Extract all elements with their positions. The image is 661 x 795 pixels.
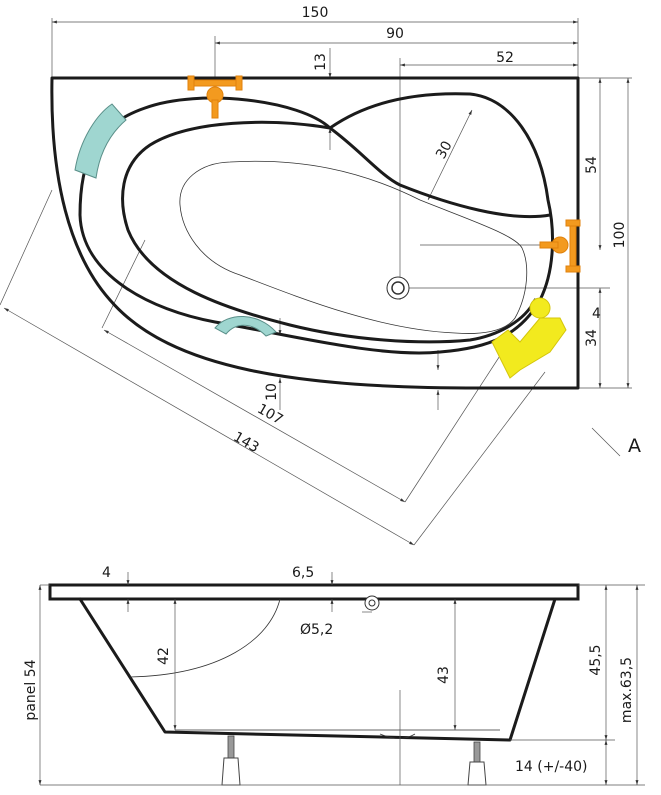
brand-logo-icon [491, 297, 567, 379]
dim-inner-offset: 90 [386, 26, 404, 42]
dim-right-upper: 54 [584, 156, 600, 174]
rim-outline [50, 76, 580, 390]
dim-legs: 14 (+/-40) [515, 759, 588, 775]
top-view: 150 90 52 13 100 54 34 4 10 107 [0, 5, 641, 546]
side-body [78, 597, 557, 742]
dim-outer-length: 143 [230, 429, 261, 456]
footwell-outline [179, 160, 528, 334]
basin-floor-outline [121, 120, 537, 344]
basin-outer-outline [78, 92, 554, 355]
adjustable-leg-icon [467, 741, 487, 786]
dim-tap-offset: 52 [496, 50, 514, 66]
dim-overall-width: 150 [302, 5, 329, 21]
dim-panel: panel 54 [23, 659, 39, 720]
drain-icon [364, 595, 380, 611]
adjustable-leg-icon [221, 735, 241, 786]
dim-rim-top: 13 [313, 53, 329, 71]
side-view: 4 6,5 Ø5,2 42 43 45,5 max.63,5 14 (+/-40… [23, 565, 645, 786]
side-rim [48, 583, 580, 601]
dim-drain-diameter: Ø5,2 [300, 622, 333, 638]
drain-icon [386, 276, 410, 300]
dim-right-lower: 34 [584, 329, 600, 347]
view-label: A [628, 435, 641, 457]
dim-depth: 43 [436, 666, 452, 684]
basin-divider-outline [328, 126, 552, 219]
dim-tub-height: 45,5 [588, 644, 604, 675]
dim-radius: 30 [433, 138, 455, 161]
dim-inner-length: 107 [254, 401, 285, 428]
headrest-icon [74, 103, 127, 179]
handle-icon [214, 315, 277, 337]
dim-step: 4 [592, 306, 601, 322]
dim-rim-thickness: 4 [102, 565, 111, 581]
dim-rim-offset: 6,5 [292, 565, 314, 581]
dim-rim-bottom: 10 [264, 383, 280, 401]
mixer-tap-icon [187, 75, 243, 119]
dim-overall-depth: 100 [612, 222, 628, 249]
dim-inner-depth: 42 [156, 647, 172, 665]
mixer-tap-icon [539, 219, 581, 273]
side-inner-curve [129, 598, 281, 678]
view-arrow [591, 427, 621, 457]
dim-max-height: max.63,5 [619, 657, 635, 723]
